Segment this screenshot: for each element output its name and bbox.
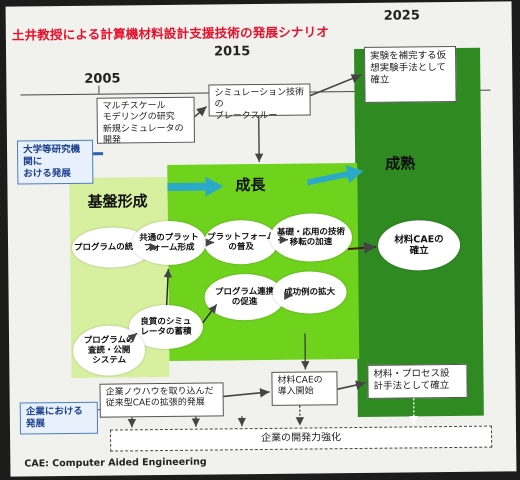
slide: 土井教授による計算機材料設計支援技術の発展シナリオ 2005 2015 2025… [5,1,517,477]
connector-arrows [93,74,419,428]
footer-note: CAE: Computer Aided Engineering [24,456,207,470]
